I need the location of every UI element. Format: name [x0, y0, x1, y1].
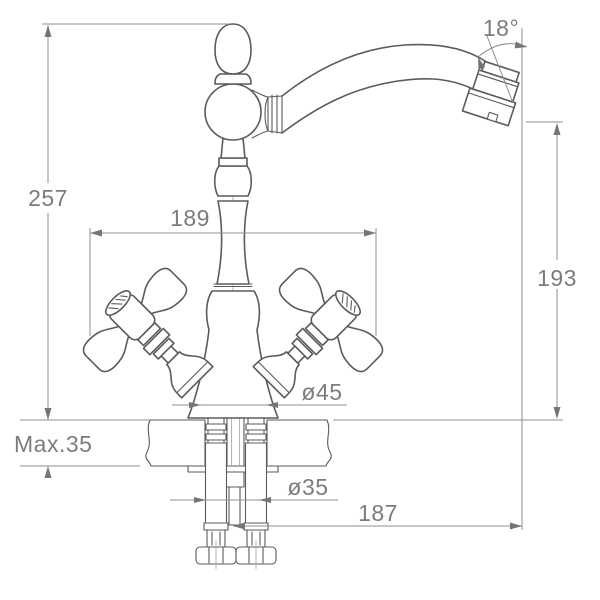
dim-spout-angle: 18° — [477, 15, 528, 530]
dim-outlet-reach: 187 — [233, 500, 522, 530]
dim-spout-angle-label: 18° — [483, 15, 519, 41]
handle-bonnet — [252, 351, 300, 399]
dim-counter-thickness: Max.35 — [14, 419, 150, 478]
dim-counter-thickness-label: Max.35 — [14, 431, 92, 457]
supply-hose-left — [195, 414, 237, 569]
supply-hoses — [195, 414, 277, 569]
column-bulge — [213, 165, 253, 197]
dim-outlet-height: 193 — [333, 121, 577, 421]
dim-hole-diameter: ø35 — [170, 474, 338, 503]
dim-base-diameter: ø45 — [172, 379, 347, 408]
column-shaft — [216, 200, 250, 285]
dim-base-diameter-label: ø45 — [301, 379, 342, 405]
mounting-stud — [228, 486, 241, 526]
cross-handle-left — [82, 267, 214, 399]
dim-outlet-height-label: 193 — [537, 265, 577, 291]
handle-spool-arm — [278, 267, 326, 315]
aerator-tip — [461, 87, 517, 127]
handle-spool-arm — [82, 325, 130, 373]
faucet-body — [187, 23, 520, 419]
handle-spool-arm — [336, 325, 384, 373]
threaded-shank — [226, 411, 245, 467]
spout-collar — [251, 89, 283, 139]
supply-hose-right — [235, 414, 277, 569]
braided-section — [244, 442, 268, 524]
column-collar — [218, 157, 248, 167]
spout-nozzle — [461, 60, 520, 127]
countertop-section — [145, 419, 332, 467]
dim-overall-height-label: 257 — [28, 185, 68, 211]
dim-overall-height: 257 — [28, 23, 229, 420]
top-finial — [214, 23, 252, 75]
cross-handle-right — [252, 267, 384, 399]
base-flare — [187, 290, 279, 419]
dim-outlet-reach-label: 187 — [358, 500, 398, 526]
handle-bonnet — [166, 351, 214, 399]
dim-handle-span-label: 189 — [170, 205, 210, 231]
handle-spool-arm — [140, 267, 188, 315]
braided-section — [204, 442, 228, 524]
dim-hole-diameter-label: ø35 — [287, 474, 328, 500]
body-sphere — [204, 83, 262, 141]
mounting-nut — [224, 471, 245, 488]
spout — [281, 43, 486, 134]
dim-handle-span: 189 — [89, 205, 377, 336]
